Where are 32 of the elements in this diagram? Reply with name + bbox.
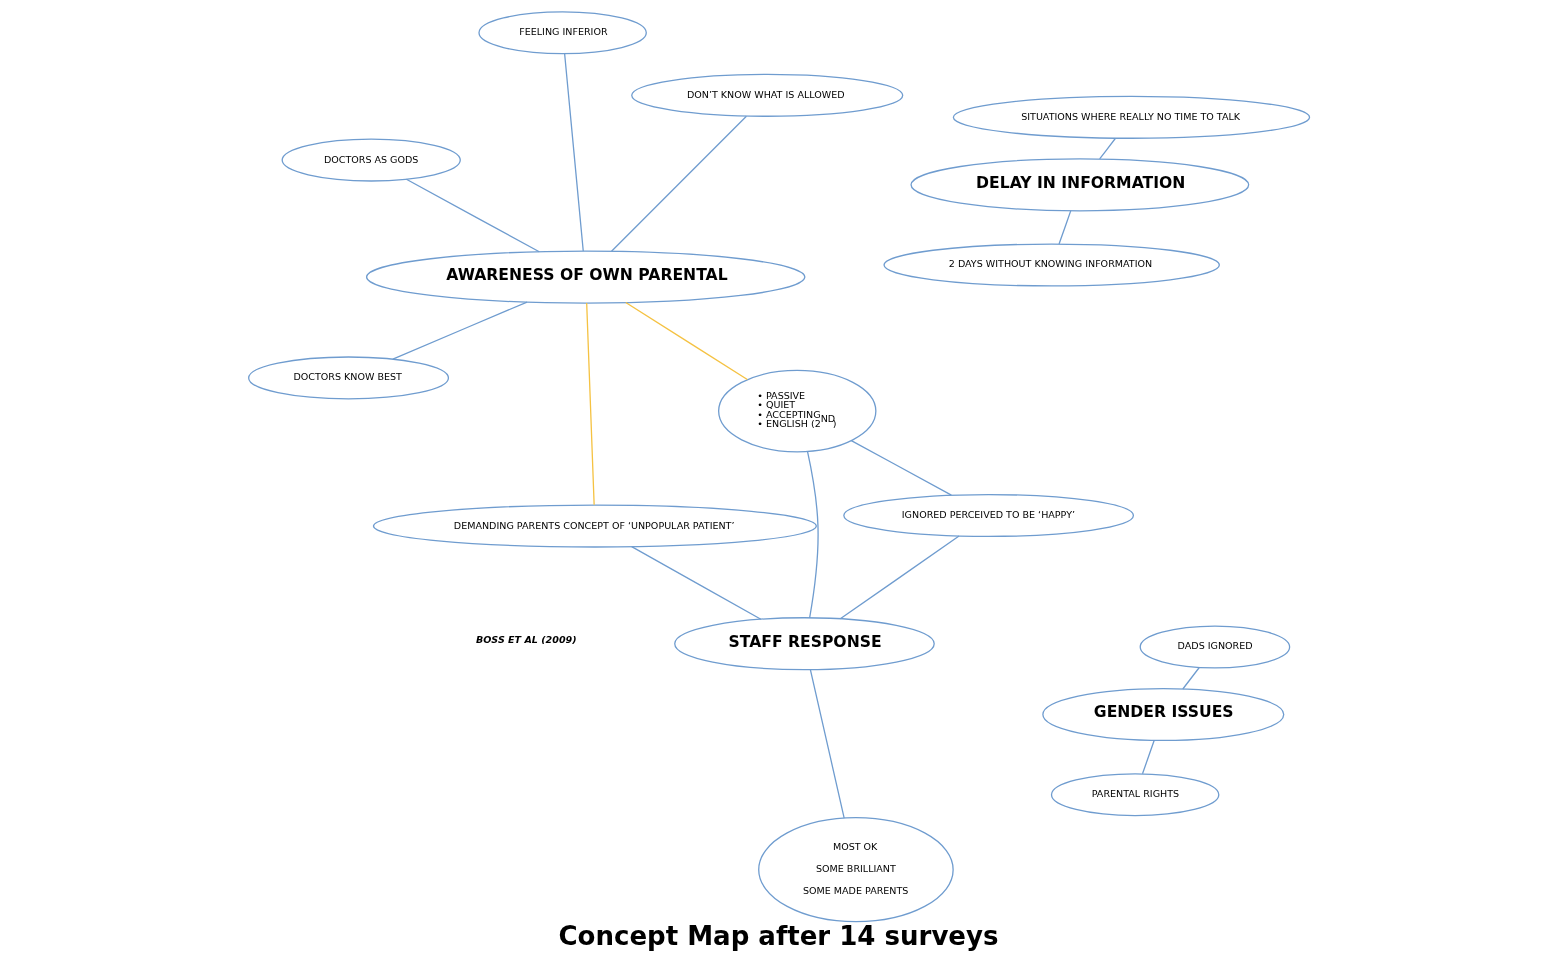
connector bbox=[564, 53, 584, 252]
node-ellipse: SITUATIONS WHERE REALLY NO TIME TO TALK bbox=[952, 95, 1311, 139]
connector bbox=[839, 535, 960, 620]
node-ellipse: DOCTORS AS GODS bbox=[281, 138, 461, 182]
node-ellipse: PARENTAL RIGHTS bbox=[1050, 773, 1220, 817]
connector bbox=[850, 439, 952, 496]
node-ellipse: FEELING INFERIOR bbox=[478, 11, 647, 55]
node-ellipse: MOST OK SOME BRILLIANT SOME MADE PARENTS bbox=[758, 817, 954, 923]
connector bbox=[586, 302, 595, 506]
connector bbox=[809, 669, 845, 819]
connector bbox=[405, 178, 540, 253]
node-ellipse: DON’T KNOW WHAT IS ALLOWED bbox=[631, 73, 904, 117]
node-ellipse: IGNORED PERCEIVED TO BE ‘HAPPY’ bbox=[843, 493, 1135, 538]
node-ellipse: AWARENESS OF OWN PARENTAL bbox=[365, 250, 806, 304]
connector bbox=[610, 115, 748, 252]
connector bbox=[1182, 667, 1200, 690]
node-ellipse: STAFF RESPONSE bbox=[674, 617, 935, 671]
label: BOSS ET AL (2009) bbox=[475, 633, 577, 645]
connector bbox=[1058, 210, 1072, 245]
node-ellipse: DADS IGNORED bbox=[1139, 625, 1291, 669]
connector bbox=[392, 301, 528, 360]
node-ellipse: DEMANDING PARENTS CONCEPT OF ‘UNPOPULAR PATIENT’ bbox=[372, 504, 817, 548]
connector bbox=[625, 301, 748, 381]
node-ellipse: GENDER ISSUES bbox=[1042, 687, 1285, 742]
diagram-title: Concept Map after 14 surveys bbox=[558, 920, 999, 951]
connector bbox=[1141, 739, 1155, 775]
node-ellipse: DOCTORS KNOW BEST bbox=[248, 356, 450, 400]
node-ellipse: 2 DAYS WITHOUT KNOWING INFORMATION bbox=[883, 243, 1220, 287]
connector bbox=[806, 450, 819, 619]
connector bbox=[1099, 137, 1117, 160]
node-ellipse: DELAY IN INFORMATION bbox=[910, 158, 1250, 212]
connector bbox=[631, 546, 762, 620]
